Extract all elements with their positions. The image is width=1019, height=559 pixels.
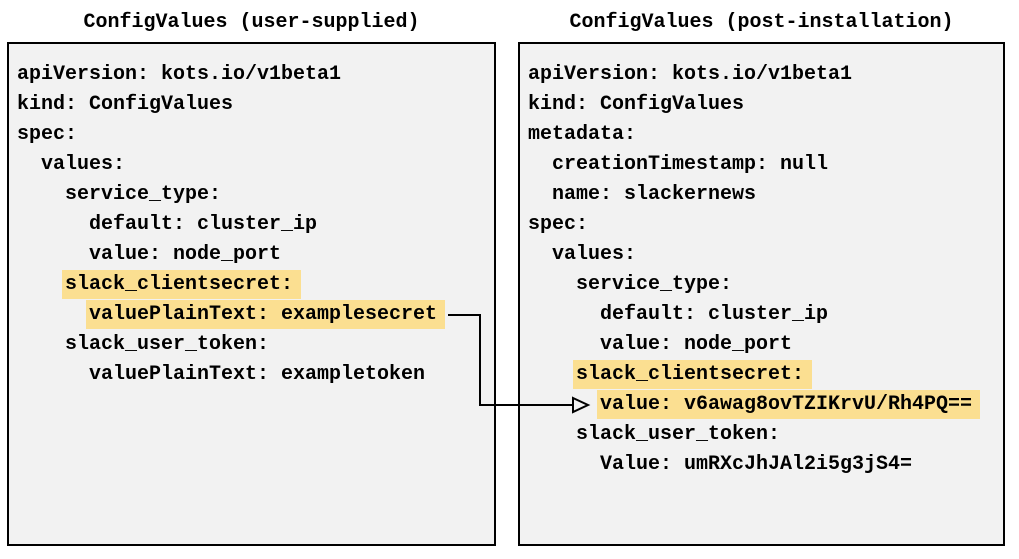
- code-line: Value: umRXcJhJAl2i5g3jS4=: [528, 450, 1003, 480]
- yaml-line: spec:: [17, 123, 78, 146]
- user-supplied-column: ConfigValues (user-supplied) apiVersion:…: [7, 6, 496, 546]
- code-line: kind: ConfigValues: [17, 90, 494, 120]
- yaml-line: kind: ConfigValues: [528, 93, 745, 116]
- yaml-line: service_type:: [65, 183, 222, 206]
- code-line: values:: [17, 150, 494, 180]
- post-installation-column: ConfigValues (post-installation) apiVers…: [518, 6, 1005, 546]
- yaml-line: slack_user_token:: [65, 333, 270, 356]
- code-line: kind: ConfigValues: [528, 90, 1003, 120]
- code-line: valuePlainText: exampletoken: [17, 360, 494, 390]
- yaml-line: value: node_port: [600, 333, 793, 356]
- yaml-line: name: slackernews: [552, 183, 757, 206]
- code-line: slack_user_token:: [528, 420, 1003, 450]
- code-line: slack_clientsecret:: [17, 270, 494, 300]
- code-block-user-supplied: apiVersion: kots.io/v1beta1 kind: ConfigV…: [17, 60, 494, 390]
- code-line: default: cluster_ip: [528, 300, 1003, 330]
- code-line: valuePlainText: examplesecret: [17, 300, 494, 330]
- code-line: apiVersion: kots.io/v1beta1: [17, 60, 494, 90]
- code-line: apiVersion: kots.io/v1beta1: [528, 60, 1003, 90]
- config-panel-user-supplied: apiVersion: kots.io/v1beta1 kind: ConfigV…: [7, 42, 496, 546]
- yaml-line: spec:: [528, 213, 589, 236]
- yaml-line: Value: umRXcJhJAl2i5g3jS4=: [600, 453, 913, 476]
- code-block-post-installation: apiVersion: kots.io/v1beta1 kind: ConfigV…: [528, 60, 1003, 480]
- highlighted-yaml-line: valuePlainText: examplesecret: [86, 300, 446, 329]
- code-line: values:: [528, 240, 1003, 270]
- yaml-line: creationTimestamp: null: [552, 153, 829, 176]
- yaml-line: default: cluster_ip: [89, 213, 318, 236]
- code-line: spec:: [528, 210, 1003, 240]
- yaml-line: value: node_port: [89, 243, 282, 266]
- yaml-line: default: cluster_ip: [600, 303, 829, 326]
- yaml-line: metadata:: [528, 123, 637, 146]
- highlighted-yaml-line: slack_clientsecret:: [573, 360, 813, 389]
- yaml-line: values:: [41, 153, 126, 176]
- code-line: service_type:: [17, 180, 494, 210]
- code-line: slack_user_token:: [17, 330, 494, 360]
- yaml-line: values:: [552, 243, 637, 266]
- highlighted-yaml-line: value: v6awag8ovTZIKrvU/Rh4PQ==: [597, 390, 981, 419]
- yaml-line: apiVersion: kots.io/v1beta1: [17, 63, 342, 86]
- config-panel-post-installation: apiVersion: kots.io/v1beta1 kind: ConfigV…: [518, 42, 1005, 546]
- code-line: creationTimestamp: null: [528, 150, 1003, 180]
- code-line: value: node_port: [17, 240, 494, 270]
- code-line: value: v6awag8ovTZIKrvU/Rh4PQ==: [528, 390, 1003, 420]
- code-line: slack_clientsecret:: [528, 360, 1003, 390]
- code-line: service_type:: [528, 270, 1003, 300]
- yaml-line: kind: ConfigValues: [17, 93, 234, 116]
- yaml-line: service_type:: [576, 273, 733, 296]
- highlighted-yaml-line: slack_clientsecret:: [62, 270, 302, 299]
- yaml-line: slack_user_token:: [576, 423, 781, 446]
- yaml-line: valuePlainText: exampletoken: [89, 363, 426, 386]
- code-line: value: node_port: [528, 330, 1003, 360]
- code-line: spec:: [17, 120, 494, 150]
- code-line: name: slackernews: [528, 180, 1003, 210]
- code-line: metadata:: [528, 120, 1003, 150]
- panel-title-user-supplied: ConfigValues (user-supplied): [83, 11, 420, 34]
- yaml-line: apiVersion: kots.io/v1beta1: [528, 63, 853, 86]
- code-line: default: cluster_ip: [17, 210, 494, 240]
- panel-title-post-installation: ConfigValues (post-installation): [569, 11, 954, 34]
